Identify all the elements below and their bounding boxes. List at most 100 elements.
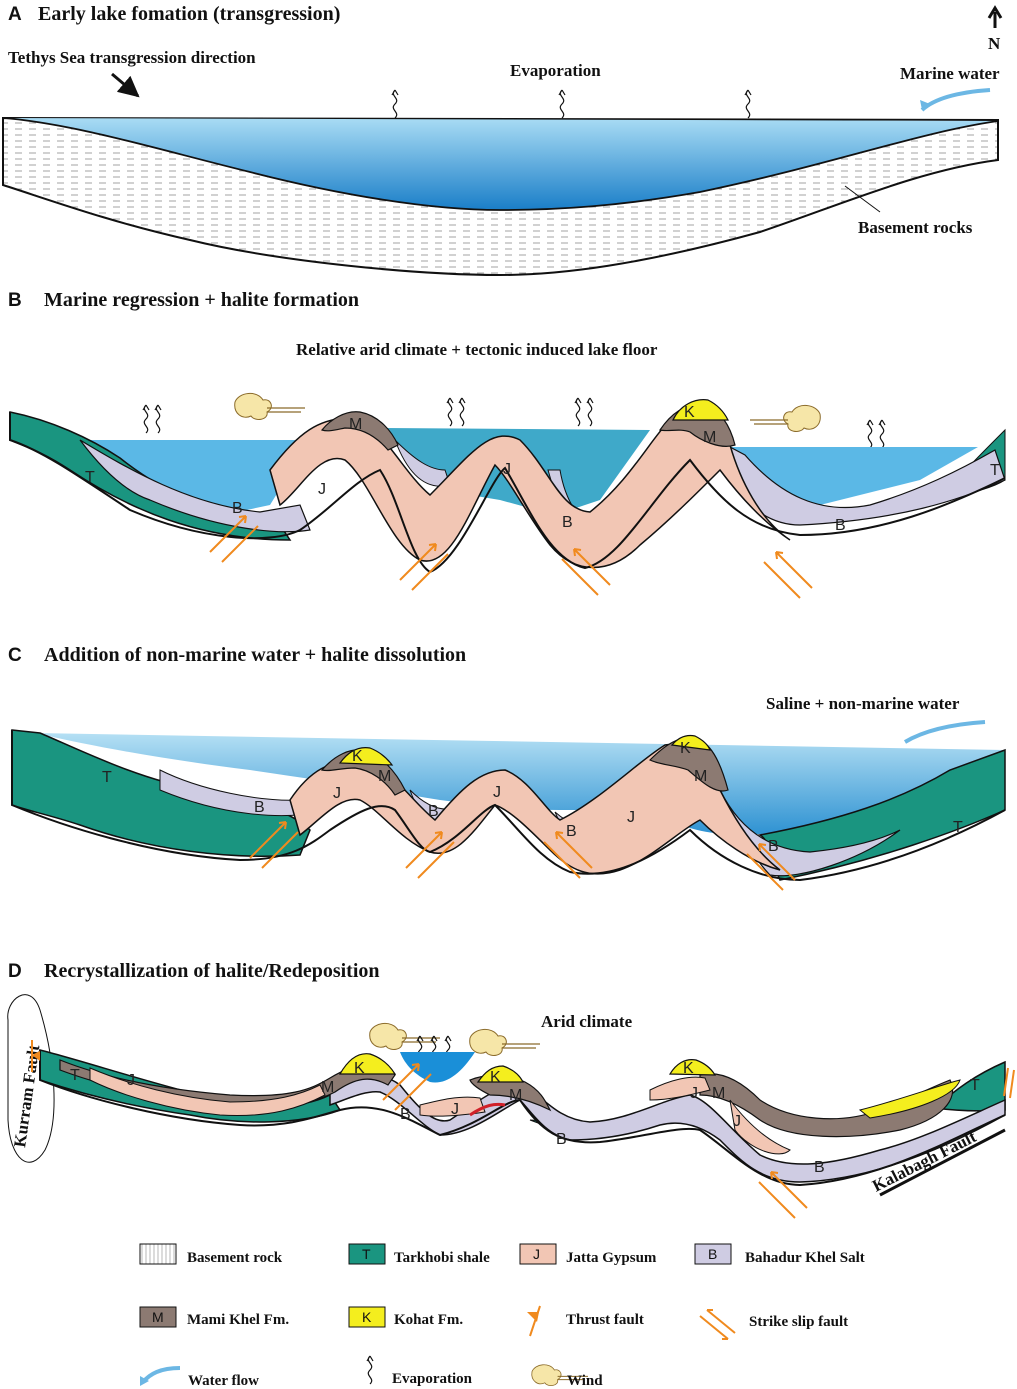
unit-k-label: K [352,748,363,765]
unit-b-label: B [232,500,243,517]
tarkhobi-shale-layer [11,729,311,857]
legend-strike-slip-icon [699,1309,736,1340]
panel-b-title: Marine regression + halite formation [44,289,359,311]
evaporation-icon [458,397,466,427]
legend-bahadur-label: Bahadur Khel Salt [745,1250,865,1266]
unit-t-label: T [102,769,112,786]
jatta-gypsum-layer [89,1067,326,1117]
legend-evaporation-icon [366,1355,374,1385]
wind-icon [234,392,306,421]
panel-a-label: A [8,4,22,25]
unit-t-label: T [70,1067,80,1084]
panel-a: A Early lake fomation (transgression) Te… [1,3,1003,277]
panel-d-title: Recrystallization of halite/Redeposition [44,960,380,982]
wind-icon [369,1022,441,1051]
legend-evaporation-label: Evaporation [392,1371,473,1387]
jatta-gypsum-layer [289,743,781,875]
water-flow-icon [903,720,986,744]
kohat-layer [338,1053,397,1075]
panel-c: C Addition of non-marine water + halite … [8,644,1006,891]
arid-climate-label: Arid climate [541,1012,633,1031]
panel-b: B Marine regression + halite formation R… [8,289,1006,599]
kohat-layer [670,734,711,751]
unit-j-label: J [318,481,326,498]
legend-mami-code: M [152,1309,164,1325]
lake-water [400,1052,475,1083]
unit-k-label: K [354,1060,365,1077]
legend-tarkhobi-label: Tarkhobi shale [394,1250,490,1266]
unit-b-label: B [768,838,779,855]
unit-j-label: J [451,1101,459,1118]
panel-d-label: D [8,961,22,982]
jatta-gypsum-layer [269,416,791,569]
unit-j-label: J [690,1085,698,1102]
legend-thrust-icon [529,1305,541,1337]
unit-m-label: M [349,416,362,433]
unit-k-label: K [683,1060,694,1077]
wind-icon [469,1028,541,1057]
kohat-layer [858,1079,961,1119]
legend-thrust-tooth-icon [527,1312,539,1322]
jatta-gypsum-layer [419,1096,486,1117]
legend-mami-swatch [139,1306,177,1328]
unit-m-label: M [712,1085,725,1102]
kohat-layer [672,399,729,421]
legend-kohat-swatch [348,1306,386,1328]
legend-basement-swatch [139,1243,177,1265]
unit-t-label: T [990,462,1000,479]
unit-k-label: K [680,740,691,757]
unit-j-label: J [127,1072,135,1089]
evaporation-icon [142,404,150,434]
bahadur-khel-salt-layer [79,439,311,533]
panel-b-label: B [8,290,22,311]
unit-j-label: J [627,809,635,826]
unit-m-label: M [321,1079,334,1096]
legend-strike-slip-label: Strike slip fault [749,1314,848,1330]
jatta-gypsum-layer [649,1076,711,1101]
kohat-layer [476,1065,524,1083]
unit-b-label: B [562,514,573,531]
unit-b-label: B [835,517,846,534]
evaporation-icon [744,89,752,119]
legend-tarkhobi-swatch [348,1243,386,1265]
unit-b-label: B [814,1159,825,1176]
legend-bahadur-swatch [694,1243,732,1265]
basin-outline [39,1050,1006,1187]
marine-water-label: Marine water [900,64,1000,83]
kohat-layer [668,1059,717,1076]
unit-t-label: T [970,1077,980,1094]
saline-water-label: Saline + non-marine water [766,694,960,713]
jatta-gypsum-layer [729,1099,791,1155]
unit-m-label: M [703,429,716,446]
evaporation-icon [878,419,886,449]
legend-water-flow-label: Water flow [188,1373,259,1389]
unit-b-label: B [400,1106,411,1123]
unit-b-label: B [566,823,577,840]
legend-wind-label: Wind [567,1373,603,1389]
panel-c-title: Addition of non-marine water + halite di… [44,644,466,666]
evaporation-icon [154,404,162,434]
basin-outline [11,730,1006,882]
legend: Basement rock T Tarkhobi shale J Jatta G… [139,1243,865,1389]
kohat-layer [338,747,394,766]
legend-jatta-code: J [533,1246,540,1262]
unit-m-label: M [509,1087,522,1104]
marine-water-flow-icon [920,88,991,112]
panel-c-label: C [8,645,22,666]
transgression-arrow-icon [111,72,140,98]
legend-basement-label: Basement rock [187,1250,283,1266]
basement-rocks-label: Basement rocks [858,218,973,237]
basin-outline [9,412,1006,574]
leader-line [844,185,881,213]
unit-b-label: B [254,799,265,816]
wind-icon [749,404,821,433]
evaporation-icon [866,419,874,449]
lake-water [80,440,310,520]
unit-b-label: B [428,803,439,820]
lake-water [5,118,998,210]
marine-water-flow-head-icon [920,100,930,110]
evaporation-icon [391,89,399,119]
legend-water-flow-head-icon [140,1376,149,1386]
kurram-fault-outline [7,994,55,1163]
north-arrow-icon [987,5,1003,28]
